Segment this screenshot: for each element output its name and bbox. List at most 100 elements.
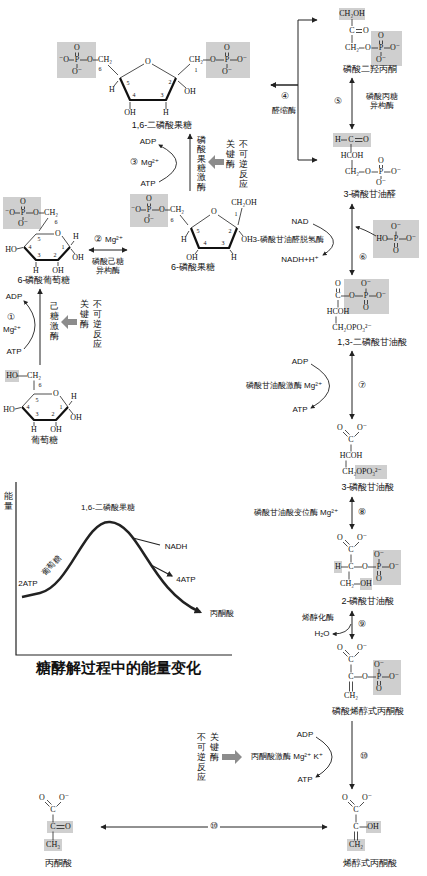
atom-label: O: [378, 157, 384, 166]
atom-label: O: [145, 58, 151, 67]
atom-label: O⁻: [389, 563, 399, 572]
atom-label: O: [210, 56, 216, 65]
ring-number: 6: [55, 219, 58, 226]
enzyme-label: 磷酸甘油酸激酶 Mg²⁺: [246, 382, 322, 391]
atom-label: O⁻: [361, 280, 371, 289]
molecule-name: 1,6-二磷酸果糖: [132, 121, 193, 131]
key-enzyme-note: 不可逆反应: [197, 733, 206, 782]
atom-label: O⁻: [376, 56, 386, 65]
callout-number: ④: [281, 92, 289, 102]
chemical-bond: [341, 540, 389, 584]
atom-label: HCOH: [341, 152, 364, 161]
atom-label: H: [109, 86, 115, 95]
enzyme-label: 烯醇化酶: [302, 614, 334, 623]
molecule-node: 烯醇式丙酮酸: [328, 790, 422, 872]
highlight-shade: [360, 578, 372, 590]
cofactor-label: ATP: [293, 406, 308, 415]
reaction-arrow: [352, 78, 353, 129]
atom-label: O: [53, 390, 59, 399]
atom-label: HCOH: [327, 308, 350, 317]
atom-label: ⁻O: [131, 206, 141, 215]
cofactor-label: ADP: [140, 138, 156, 147]
chart-label: 2ATP: [18, 580, 37, 589]
callout-number: ⑨: [358, 620, 366, 630]
atom-label: OH: [241, 236, 253, 245]
atom-label: CH₂OPO₃²⁻: [342, 468, 381, 477]
enzyme-label: 己糖激酶: [50, 302, 59, 342]
chemical-bond: [69, 53, 237, 110]
highlight-shade: [339, 8, 365, 20]
cofactor-label: Mg²⁺: [141, 159, 159, 168]
key-enzyme-note: 关键酶: [80, 300, 89, 330]
ring-number: 2: [169, 79, 172, 86]
cofactor-label: NAD: [292, 218, 309, 227]
ring-number: 5: [127, 80, 130, 87]
reaction-arrow: [40, 289, 41, 365]
cofactor-label: ADP: [297, 731, 313, 740]
atom-label: ⁻O: [59, 56, 69, 65]
atom-label: C: [348, 656, 353, 665]
atom-label: C: [50, 806, 55, 815]
cofactor-arrow: [159, 145, 177, 182]
reaction-arrow: [271, 20, 317, 85]
atom-label: H: [335, 563, 341, 572]
key-enzyme-arrow: [222, 750, 242, 764]
molecule-name: 磷酸烯醇式丙酮酸: [332, 707, 404, 717]
atom-label: O: [376, 575, 382, 584]
key-enzyme-note: 关键酶: [210, 733, 219, 763]
chart-label: 葡萄糖: [40, 554, 63, 577]
chemical-bond: [387, 232, 406, 248]
atom-label: C: [348, 436, 353, 445]
chemical-bond: [343, 650, 389, 692]
atom-label: H: [73, 233, 79, 242]
cofactor-label: Mg²⁺: [3, 326, 21, 335]
atom-label: O⁻: [376, 179, 386, 188]
ring-number: 2: [52, 411, 55, 418]
atom-label: O: [363, 304, 369, 313]
highlight-shade: [344, 279, 389, 314]
atom-label: OH: [72, 254, 84, 263]
atom-label: O⁻: [390, 44, 400, 53]
atom-label: O⁻: [144, 217, 154, 226]
reaction-arrow: [271, 85, 317, 160]
molecule-name: 1,3-二磷酸甘油酸: [337, 338, 407, 348]
cofactor-label: Mg²⁺: [105, 236, 123, 245]
ring-number: 3: [161, 92, 164, 99]
atom-label: O⁻: [18, 220, 28, 229]
cofactor-arrow: [356, 227, 376, 236]
atom-label: O: [224, 44, 230, 53]
chart-title: 糖酵解过程中的能量变化: [36, 660, 201, 677]
key-enzyme-arrow: [61, 315, 77, 329]
chemical-bond: [15, 376, 73, 426]
atom-label: O: [363, 27, 369, 36]
cofactor-label: ATP: [7, 348, 22, 357]
molecule-node: 磷酸烯醇式丙酮酸: [322, 640, 422, 720]
highlight-shade: [130, 194, 168, 227]
atom-label: HO: [6, 372, 18, 381]
enzyme-label: 磷酸丙糖异构酶: [363, 93, 401, 111]
atom-label: P: [379, 44, 383, 53]
atom-label: OH: [360, 580, 372, 589]
atom-label: OH: [124, 109, 136, 118]
atom-label: CH₂OH: [231, 199, 256, 208]
atom-label: CH₂: [44, 209, 58, 218]
atom-label: O⁻: [391, 223, 401, 232]
chart-label: NADH: [165, 543, 188, 552]
atom-label: OH: [50, 426, 62, 435]
atom-label: CH₂: [98, 56, 112, 65]
molecule-name: 6-磷酸葡萄糖: [17, 276, 70, 286]
ring-number: 2: [229, 228, 232, 235]
chart-label: 丙酮酸: [210, 610, 234, 619]
atom-label: P: [377, 673, 381, 682]
ring-number: 1: [195, 67, 198, 74]
atom-label: O⁻: [374, 551, 384, 560]
atom-label: O⁻: [357, 534, 367, 543]
molecule-node: 1,6-二磷酸果糖: [55, 38, 270, 133]
reaction-arrow: [352, 351, 353, 419]
ring-number: 4: [204, 240, 207, 247]
highlight-shade: [334, 561, 342, 573]
enzyme-label: 3-磷酸甘油醛脱氢酶: [252, 236, 323, 245]
atom-label: HO: [5, 246, 17, 255]
callout-number: ⑩: [360, 752, 368, 762]
atom-label: O⁻: [362, 794, 372, 803]
